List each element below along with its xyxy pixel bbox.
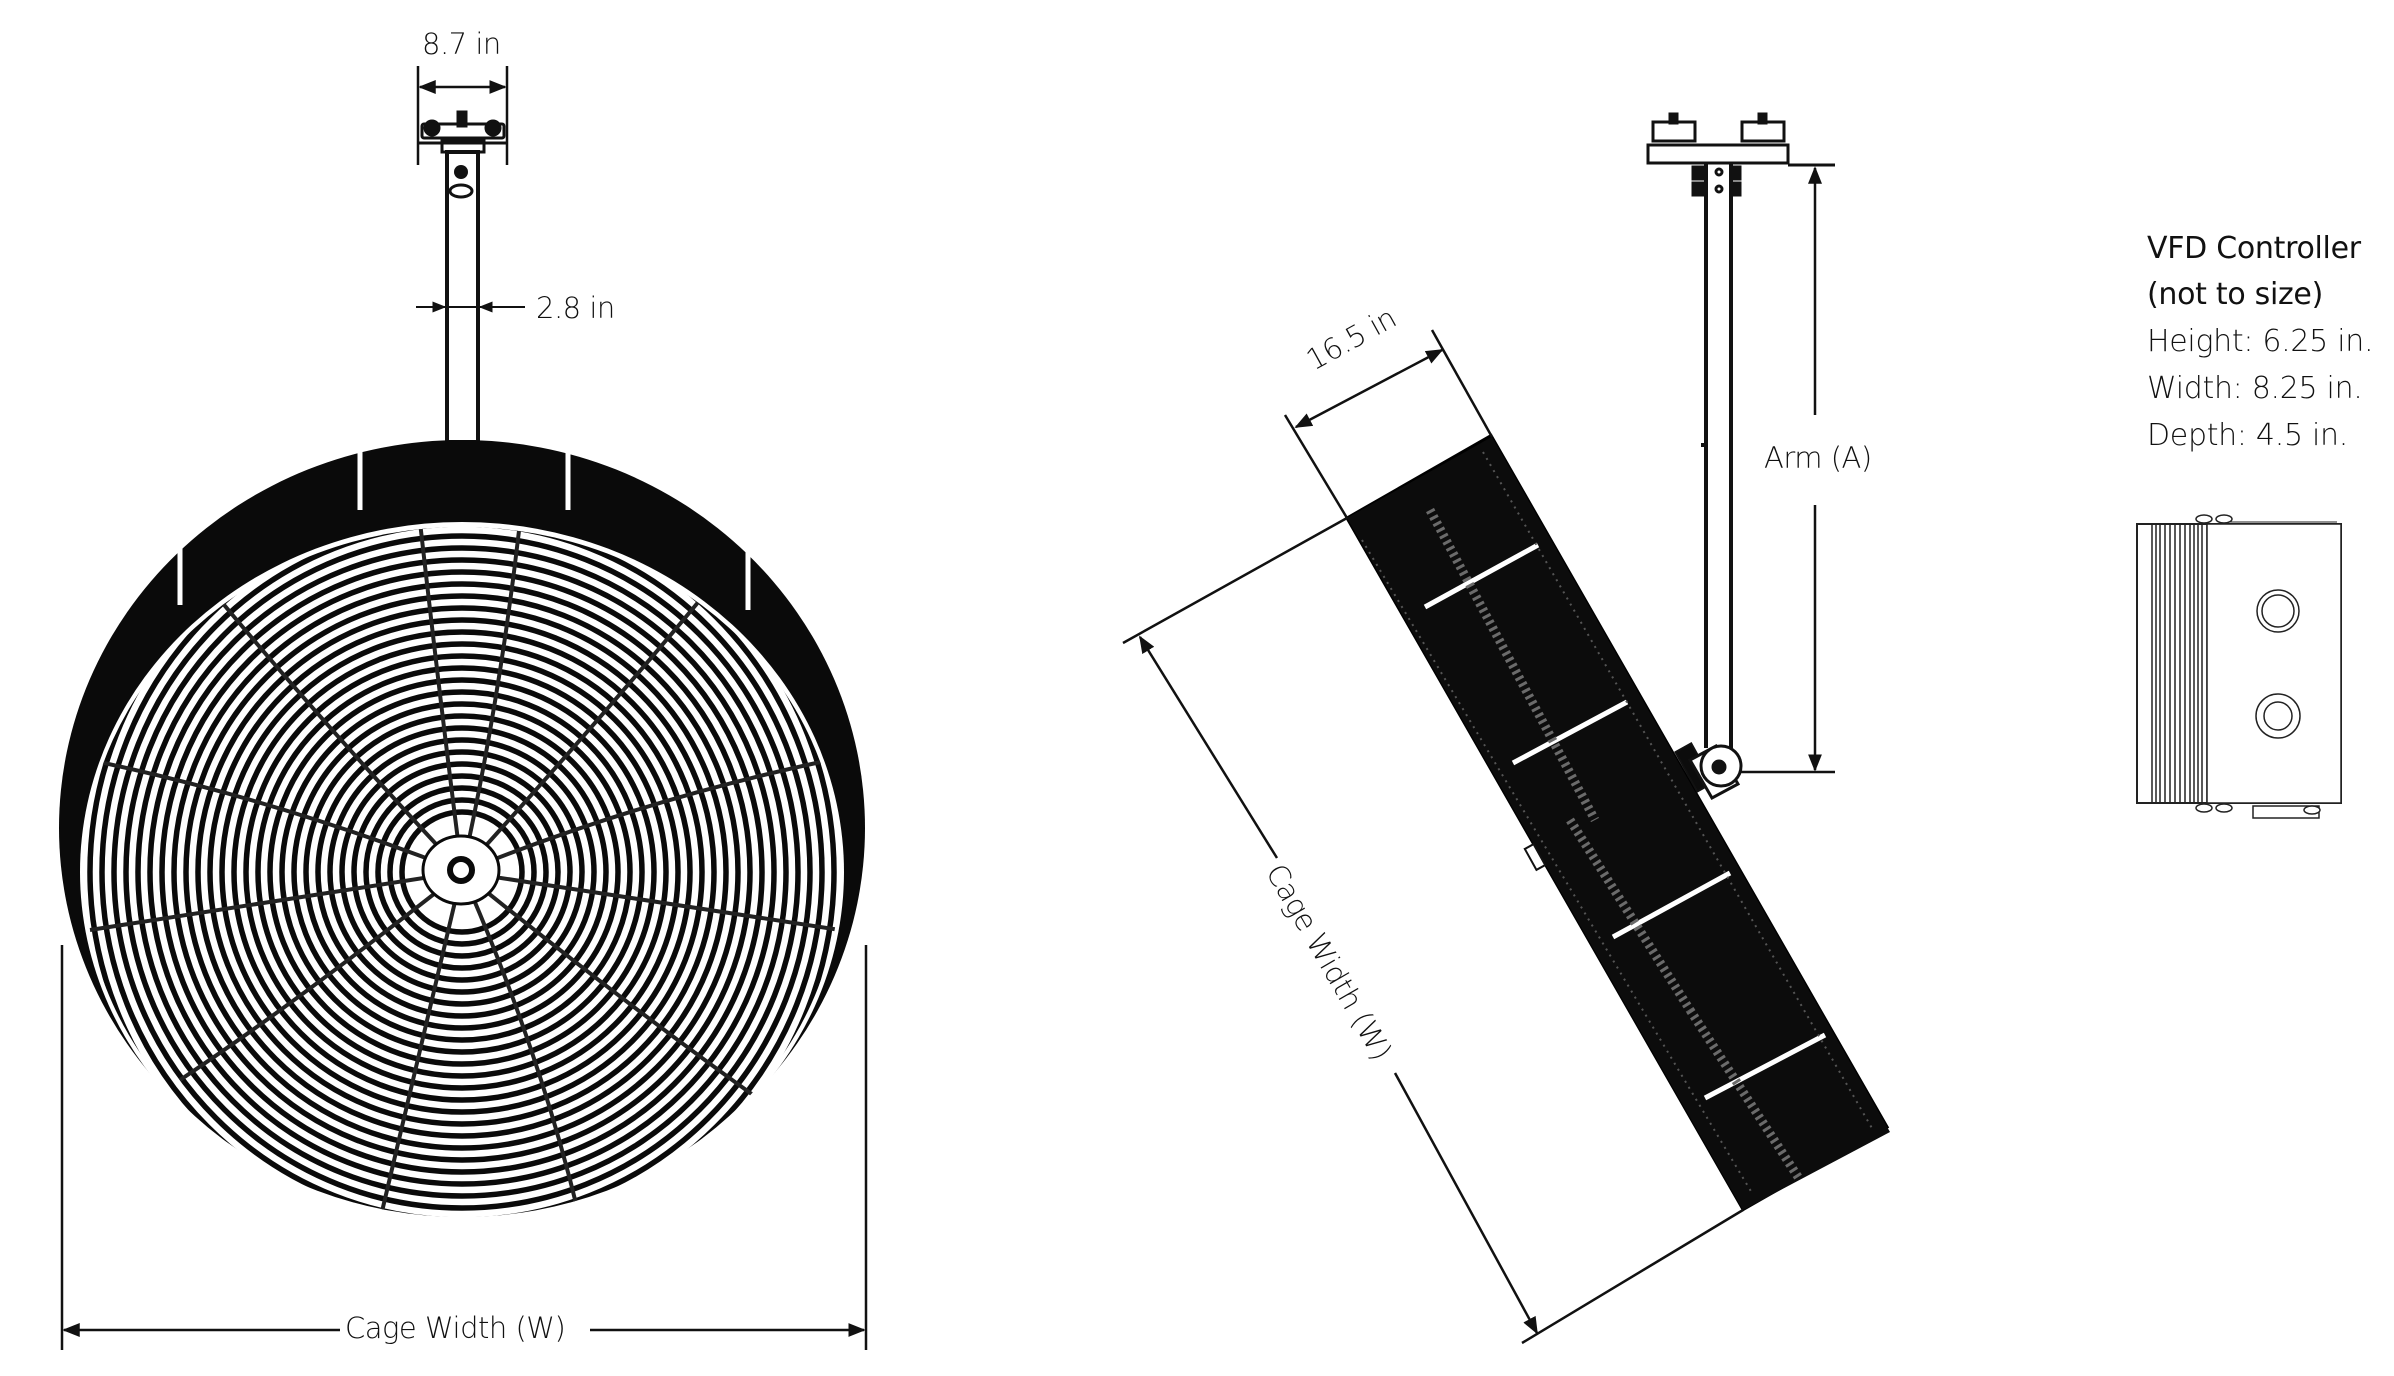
vfd-spec-height: Height: 6.25 in. <box>2147 324 2374 359</box>
front-arm <box>445 150 480 444</box>
front-cage-width-label: Cage Width (W) <box>341 1314 570 1343</box>
fan-cage <box>59 440 865 1222</box>
side-cage-width-dimension <box>1122 516 1744 1345</box>
side-ceiling-mount <box>1646 112 1835 197</box>
vfd-spec-width: Width: 8.25 in. <box>2147 371 2363 406</box>
vfd-subtitle: (not to size) <box>2147 277 2323 312</box>
arm-length-dimension <box>1740 166 1835 774</box>
arm-length-label: Arm (A) <box>1760 444 1876 473</box>
side-cage-details <box>1347 437 1890 1210</box>
front-view-fan <box>59 66 868 1350</box>
cage-depth-dimension <box>1283 329 1494 519</box>
side-view-fan <box>1122 112 1890 1345</box>
vfd-title: VFD Controller <box>2147 231 2361 266</box>
side-arm <box>1701 163 1733 748</box>
vfd-spec-depth: Depth: 4.5 in. <box>2147 418 2348 453</box>
mount-width-dimension <box>416 66 509 165</box>
arm-width-label: 2.8 in <box>536 291 615 325</box>
vfd-controller-specs: VFD Controller (not to size) Height: 6.2… <box>2147 226 2374 459</box>
mount-width-label: 8.7 in <box>422 27 501 61</box>
vfd-controller-drawing <box>2136 514 2342 819</box>
ceiling-mount-bracket <box>418 110 507 154</box>
front-cage-width-dimension <box>60 945 868 1350</box>
arm-pivot <box>1687 743 1743 801</box>
